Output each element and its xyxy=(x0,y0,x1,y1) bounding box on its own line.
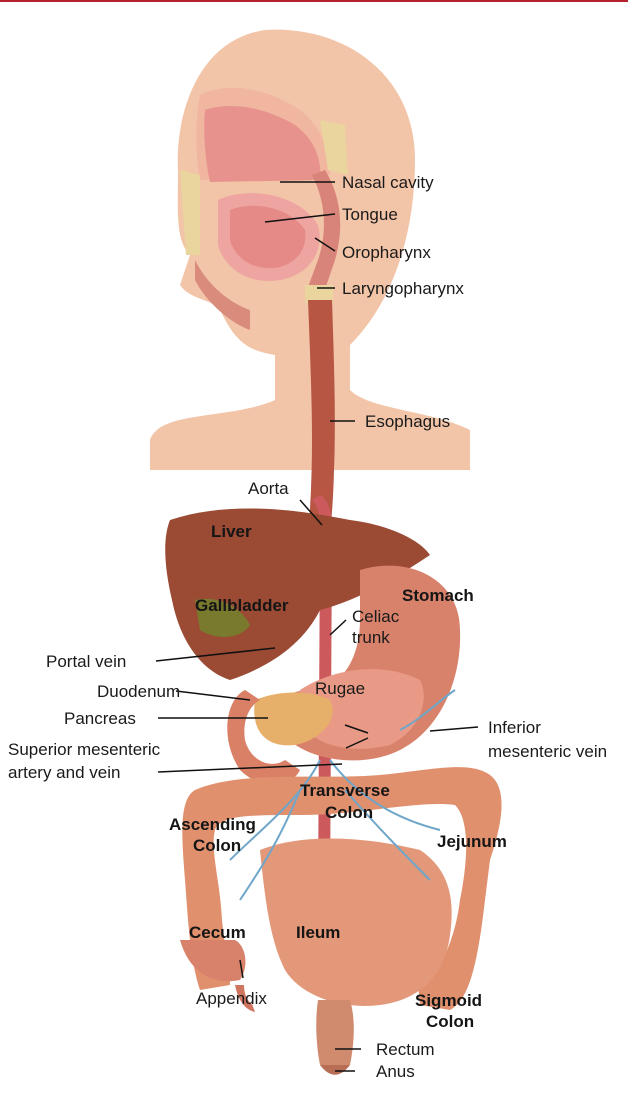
label-anus: Anus xyxy=(376,1062,415,1081)
label-inferior-mesenteric-line2: mesenteric vein xyxy=(488,742,607,761)
label-gallbladder: Gallbladder xyxy=(195,596,289,615)
cecum-illustration xyxy=(180,940,245,981)
label-aorta: Aorta xyxy=(248,479,289,498)
label-ileum: Ileum xyxy=(296,923,340,942)
label-rugae: Rugae xyxy=(315,679,365,698)
label-esophagus: Esophagus xyxy=(365,412,450,431)
label-transverse-colon-line1: Transverse xyxy=(300,781,390,800)
label-appendix: Appendix xyxy=(196,989,267,1008)
label-nasal-cavity: Nasal cavity xyxy=(342,173,434,192)
rectum-illustration xyxy=(316,1000,354,1065)
label-stomach: Stomach xyxy=(402,586,474,605)
label-oropharynx: Oropharynx xyxy=(342,243,431,262)
label-transverse-colon-line2: Colon xyxy=(325,803,373,822)
label-sigmoid-colon-line2: Colon xyxy=(426,1012,474,1031)
label-tongue: Tongue xyxy=(342,205,398,224)
label-celiac-trunk-line1: Celiac xyxy=(352,607,400,626)
label-superior-mesenteric-line2: artery and vein xyxy=(8,763,120,782)
label-jejunum: Jejunum xyxy=(437,832,507,851)
label-superior-mesenteric-line1: Superior mesenteric xyxy=(8,740,161,759)
label-sigmoid-colon-line1: Sigmoid xyxy=(415,991,482,1010)
anus-illustration xyxy=(320,1065,350,1075)
label-pancreas: Pancreas xyxy=(64,709,136,728)
label-portal-vein: Portal vein xyxy=(46,652,126,671)
label-rectum: Rectum xyxy=(376,1040,435,1059)
top-accent-line xyxy=(0,0,628,2)
label-ascending-colon-line2: Colon xyxy=(193,836,241,855)
label-inferior-mesenteric-line1: Inferior xyxy=(488,718,541,737)
small-intestine-illustration xyxy=(260,838,452,1006)
label-duodenum: Duodenum xyxy=(97,682,180,701)
label-liver: Liver xyxy=(211,522,252,541)
label-cecum: Cecum xyxy=(189,923,246,942)
label-laryngopharynx: Laryngopharynx xyxy=(342,279,464,298)
label-celiac-trunk-line2: trunk xyxy=(352,628,390,647)
label-ascending-colon-line1: Ascending xyxy=(169,815,256,834)
